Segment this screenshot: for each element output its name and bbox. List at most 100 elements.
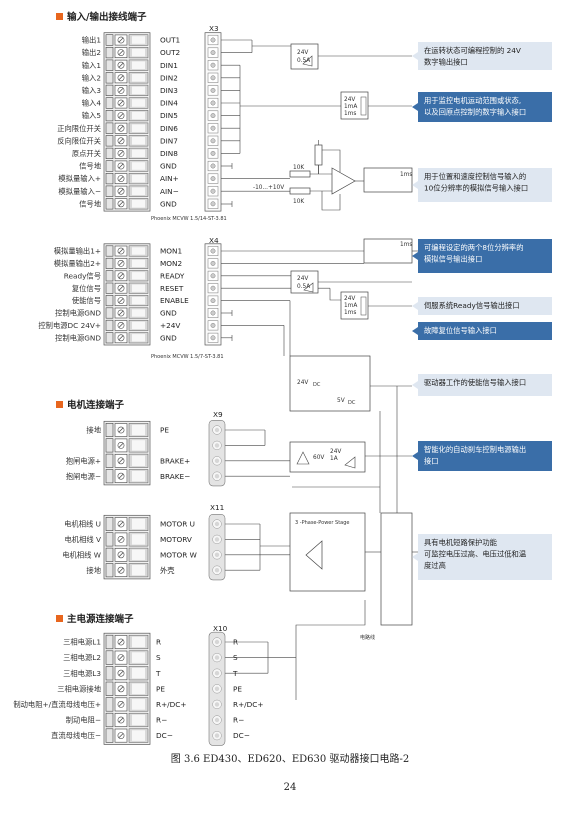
note-text: 可监控电压过高、电压过低和温 (424, 550, 527, 559)
terminal-tab (105, 257, 114, 269)
screw-slot-icon (118, 62, 124, 68)
screw-slot-icon (118, 473, 124, 479)
note-text: 接口 (424, 457, 439, 466)
terminal-tab (105, 319, 114, 331)
terminal-tab (105, 469, 114, 484)
terminal-tab (105, 72, 114, 84)
x3-left-label: 输入1 (82, 61, 101, 70)
screw-slot-icon (118, 273, 124, 279)
terminal-wire-hole (132, 86, 145, 95)
x10-signal-label: T (155, 669, 161, 678)
terminal-tab (105, 563, 114, 578)
ready-triangle-icon (303, 282, 314, 293)
pin-icon (210, 322, 216, 328)
ready-driver-voltage-label: 24V (297, 276, 308, 282)
note-box (418, 239, 552, 273)
terminal-wire-hole (132, 455, 145, 466)
terminal-tab (105, 270, 114, 282)
section-title-power: 主电源连接端子 (67, 613, 134, 625)
note-pointer-icon (412, 302, 418, 310)
note-pointer-icon (412, 553, 418, 561)
note-text: 10位分辨率的模拟信号输入接口 (424, 184, 528, 193)
terminal-tab (105, 295, 114, 307)
x3-left-label: 反向限位开关 (57, 136, 101, 145)
screw-slot-icon (118, 100, 124, 106)
note-box (418, 322, 552, 340)
terminal-wire-hole (132, 518, 145, 530)
terminal-tab (105, 245, 114, 257)
pin-core-icon (214, 458, 220, 463)
x10-signal-label: S (156, 653, 161, 662)
terminal-wire-hole (132, 36, 145, 44)
pin-icon (210, 298, 216, 303)
terminal-wire-hole (132, 534, 145, 545)
opto-current-label: 1mA (344, 104, 357, 110)
pin-icon (210, 285, 216, 291)
terminal-tab (105, 532, 114, 547)
x3-left-label: 输入5 (82, 111, 101, 120)
x4-part-label: Phoenix MCVW 1.5/7-ST-3.81 (151, 354, 224, 360)
terminal-wire-hole (132, 111, 145, 120)
terminal-wire-hole (132, 714, 145, 726)
note-box (418, 168, 552, 202)
terminal-tab (105, 147, 114, 160)
terminal-tab (105, 516, 114, 531)
pin-icon (210, 260, 216, 266)
terminal-tab (105, 135, 114, 147)
x9-signal-label: BRAKE− (160, 472, 190, 481)
filter-time-label: 1ms (400, 172, 412, 178)
note-text: 度过高 (424, 561, 446, 570)
x3-title: X3 (209, 24, 219, 33)
reset-opto-time-label: 1ms (344, 310, 356, 316)
screw-slot-icon (118, 248, 124, 254)
terminal-tab (105, 97, 114, 109)
terminal-wire-hole (132, 321, 145, 330)
brake-out-current-label: 1A (330, 456, 338, 462)
x4-signal-label: ENABLE (160, 296, 189, 305)
x4-signal-label: GND (160, 309, 177, 318)
section-marker (56, 13, 63, 20)
pin-core-icon (214, 521, 220, 527)
x4-signal-label: RESET (160, 284, 184, 293)
terminal-tab (105, 650, 114, 665)
x10-left-label: 直流母线电压− (51, 731, 101, 740)
x3-signal-label: AIN− (160, 187, 179, 196)
x3-signal-label: AIN+ (160, 174, 179, 183)
terminal-wire-hole (132, 652, 145, 663)
pin-icon (210, 310, 216, 316)
pin-core-icon (214, 639, 220, 645)
ready-driver-current-label: 0.5A (297, 284, 310, 290)
section-marker (56, 615, 63, 622)
note-text: 模拟信号输出接口 (424, 255, 482, 264)
x3-left-label: 输入3 (82, 86, 102, 95)
x4-left-label: 模拟量输出1+ (54, 247, 101, 256)
note-text: 智能化的自动刹车控制电源输出 (424, 445, 526, 454)
note-box (418, 297, 552, 315)
pin-core-icon (214, 655, 220, 660)
x3-left-label: 输出1 (82, 36, 101, 45)
x4-left-label: 复位信号 (72, 284, 101, 293)
x11-signal-label: MOTOR U (160, 520, 195, 529)
pin-icon (210, 75, 216, 81)
terminal-wire-hole (132, 162, 145, 170)
resistor-label-a: 10K (293, 165, 304, 171)
x11-signal-label: MOTOR W (160, 550, 197, 559)
x10-signal-label: R− (156, 716, 167, 725)
terminal-tab (105, 712, 114, 728)
pin-icon (210, 62, 216, 68)
pin-core-icon (214, 474, 220, 479)
pin-icon (210, 176, 216, 182)
terminal-tab (105, 422, 114, 437)
x10-right-label: T (232, 669, 238, 678)
x9-signal-label: PE (160, 426, 169, 435)
screw-slot-icon (118, 113, 124, 118)
terminal-tab (105, 110, 114, 122)
terminal-wire-hole (132, 471, 145, 482)
x4-left-label: 使能信号 (72, 296, 101, 305)
x10-left-label: 三相电源L3 (63, 669, 101, 678)
note-text: 用于位置和速度控制信号输入的 (424, 172, 526, 181)
x3-signal-label: DIN2 (160, 73, 178, 82)
converter-in-sub: DC (313, 382, 321, 388)
x9-left-label: 抱闸电源+ (66, 456, 101, 465)
